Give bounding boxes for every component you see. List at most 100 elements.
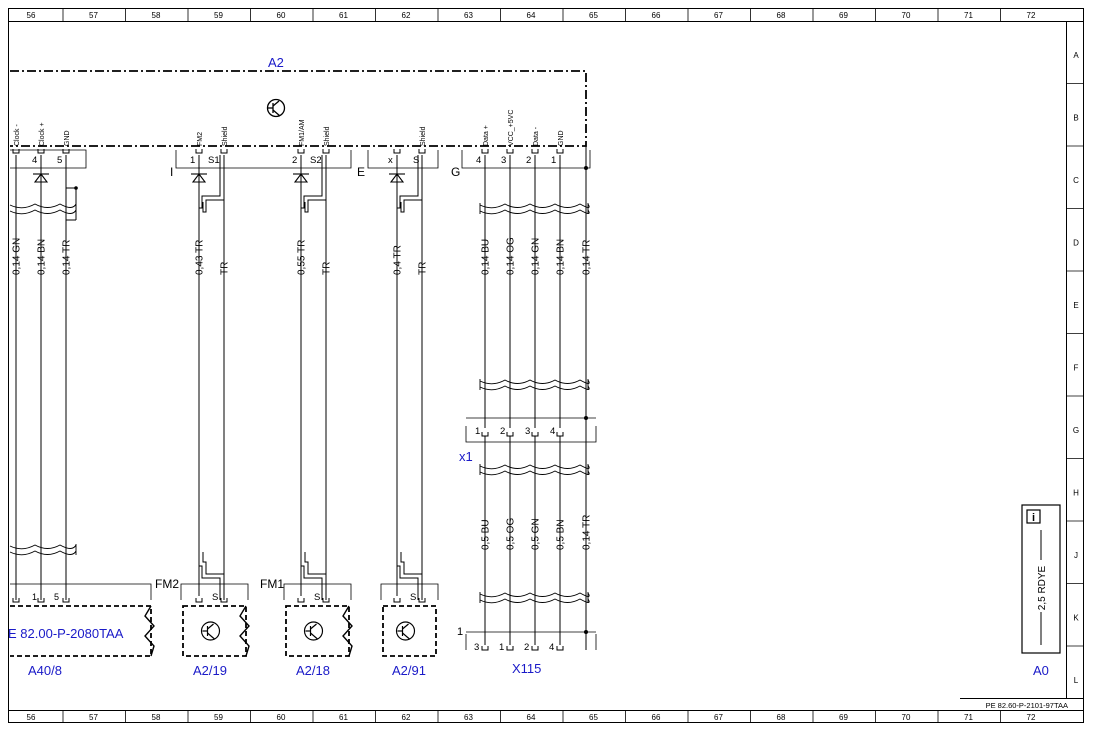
pin-number: 3	[501, 155, 506, 166]
icon-line	[310, 623, 317, 630]
column-number-bottom: 67	[714, 713, 723, 722]
pin-number: 4	[549, 642, 554, 653]
column-number-top: 66	[652, 11, 661, 20]
pin-terminal	[556, 646, 564, 651]
icon-circle	[303, 621, 324, 641]
antenna-module: S	[283, 583, 353, 657]
module-box	[285, 605, 350, 657]
column-number-bottom: 69	[839, 713, 848, 722]
pin-terminal	[418, 598, 426, 603]
pin-socket	[220, 598, 228, 603]
module-housing	[283, 583, 352, 600]
braid-path	[400, 199, 422, 213]
pin-socket	[506, 646, 514, 651]
pin-terminal	[531, 149, 539, 154]
transistor-icon	[200, 621, 221, 641]
column-number-bottom: 70	[902, 713, 911, 722]
pin-name: VCC_+5VC	[508, 110, 515, 146]
column-number-bottom: 71	[964, 713, 973, 722]
pin-number: 4	[32, 155, 37, 166]
pin-terminal	[393, 149, 401, 154]
wire-color-label: 0,5 BN	[556, 519, 567, 550]
connector-i-label: I	[170, 165, 173, 179]
pin-number: 1	[499, 642, 504, 653]
column-number-bottom: 68	[777, 713, 786, 722]
pin-socket	[531, 149, 539, 154]
junction-dot	[584, 166, 588, 170]
pin-number: S	[410, 592, 416, 603]
pin-socket	[556, 432, 564, 437]
column-number-bottom: 65	[589, 713, 598, 722]
break-line	[479, 209, 590, 215]
info-icon[interactable]: i	[1026, 509, 1041, 524]
column-number-top: 63	[464, 11, 473, 20]
transistor-icon	[266, 98, 286, 118]
pin-number: 2	[524, 642, 529, 653]
pin-terminal	[62, 149, 70, 154]
a2-pins: Clock -Clock +4GND5FM21ShieldS1FM1/AM2Sh…	[12, 110, 565, 166]
row-letter: L	[1074, 676, 1079, 685]
pin-socket	[418, 598, 426, 603]
pin-socket	[220, 149, 228, 154]
braid-path	[300, 548, 323, 600]
shield-symbol	[389, 173, 405, 183]
break-line	[479, 470, 590, 476]
zigzag-edge	[239, 605, 250, 657]
column-number-bottom: 60	[277, 713, 286, 722]
pin-number: S	[413, 155, 419, 166]
wire-color-label: TR	[220, 262, 231, 275]
column-number-top: 72	[1027, 11, 1036, 20]
braid-path	[396, 548, 419, 600]
pin-socket	[297, 598, 305, 603]
pin-name: FM2	[197, 132, 204, 146]
pin-terminal	[556, 149, 564, 154]
pin-number: 5	[54, 592, 59, 602]
zigzag-edge	[144, 605, 155, 657]
pin-terminal	[297, 598, 305, 603]
pin-number: 2	[526, 155, 531, 166]
pin-socket	[62, 149, 70, 154]
pin-number: 3	[474, 642, 479, 653]
break-line	[479, 592, 590, 598]
pin-socket	[322, 598, 330, 603]
module-a2-91-label: A2/91	[392, 663, 426, 678]
pin-number: 1	[32, 592, 37, 602]
pin-terminal	[37, 598, 45, 603]
pin-socket	[62, 598, 70, 603]
pin-socket	[481, 646, 489, 651]
pin-socket	[195, 598, 203, 603]
break-line	[9, 209, 77, 215]
pin-terminal	[12, 598, 20, 603]
pin-name: Clock -	[14, 124, 21, 146]
x115-terminal-one: 1	[457, 626, 463, 638]
pin-socket	[481, 149, 489, 154]
module-a2-boundary	[10, 70, 587, 147]
icon-line	[207, 632, 215, 640]
drawing-number: PE 82.60-P-2101-97TAA	[986, 701, 1068, 710]
shield-braid	[396, 155, 423, 600]
icon-line	[402, 623, 409, 630]
pin-socket	[556, 149, 564, 154]
pin-socket	[322, 149, 330, 154]
module-a0-box	[1021, 504, 1061, 654]
pin-terminal	[418, 149, 426, 154]
a2-connector-housings	[10, 149, 591, 169]
wire-color-label: 0,55 TR	[297, 240, 308, 275]
reference-link[interactable]: E 82.00-P-2080TAA	[8, 626, 124, 641]
module-a2-label: A2	[268, 55, 284, 70]
pin-terminal	[62, 598, 70, 603]
column-ruler: 5656575758585959606061616262636364646565…	[27, 9, 1036, 722]
column-number-top: 57	[89, 11, 98, 20]
column-number-top: 56	[27, 11, 36, 20]
zigzag-edge	[342, 605, 353, 657]
pin-terminal	[506, 432, 514, 437]
pin-socket	[506, 149, 514, 154]
pin-socket	[12, 598, 20, 603]
column-number-top: 58	[152, 11, 161, 20]
pin-terminal	[322, 149, 330, 154]
wire-color-label: 0,14 TR	[62, 240, 73, 275]
pin-number: 5	[57, 155, 62, 166]
braid-path	[396, 155, 419, 209]
pin-terminal	[220, 149, 228, 154]
